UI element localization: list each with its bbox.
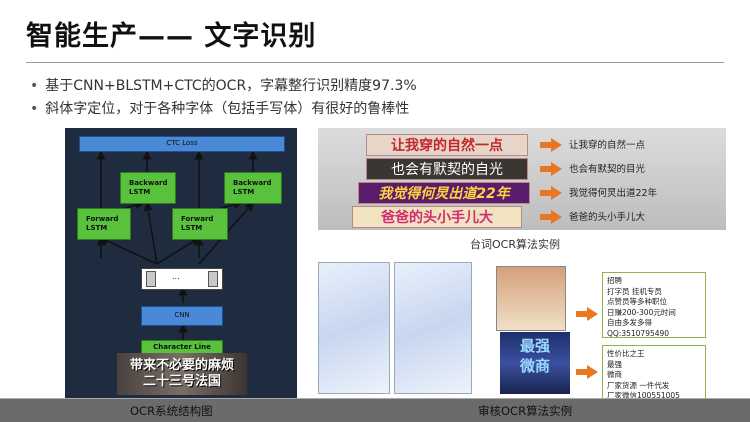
title-divider: [26, 62, 724, 63]
bullet-item: •基于CNN+BLSTM+CTC的OCR，字幕整行识别精度97.3%: [30, 75, 417, 98]
bullet-item: •斜体字定位，对于各种字体（包括手写体）有很好的鲁棒性: [30, 98, 417, 121]
subtitle-row: 我觉得何炅出道22年 我觉得何炅出道22年: [318, 182, 726, 204]
audit-product-text-1: 最强: [519, 337, 550, 355]
subtitle-row: 爸爸的头小手儿大 爸爸的头小手儿大: [318, 206, 726, 228]
bullet-dot-icon: •: [30, 101, 39, 117]
audit-sample-image-1: [318, 262, 390, 394]
audit-result-2: 性价比之王 最强 微商 厂家货源 一件代发 厂家微信100551005: [602, 345, 706, 400]
architecture-caption: OCR系统结构图: [130, 404, 213, 418]
subtitle-row: 也会有默契的自光 也会有默契的目光: [318, 158, 726, 180]
forward-lstm-box-2: Forward LSTM: [172, 208, 228, 240]
audit-product-text-2: 微商: [519, 357, 550, 375]
right-arrow-icon: [576, 307, 598, 321]
subtitle-image: 也会有默契的自光: [366, 158, 528, 180]
right-arrow-icon: [540, 162, 562, 176]
feature-cell: [146, 271, 156, 287]
caption-bar: OCR系统结构图 审核OCR算法实例: [0, 398, 750, 422]
subtitle-result: 爸爸的头小手儿大: [569, 212, 646, 223]
audit-result-1: 招聘 打字员 挂机专员 点赞员等多种职位 日赚200-300元时间 自由多发多得…: [602, 272, 706, 338]
sample-text-line-1: 带来不必要的麻烦: [129, 358, 234, 373]
subtitle-result: 也会有默契的目光: [569, 164, 646, 175]
subtitle-image: 让我穿的自然一点: [366, 134, 528, 156]
audit-ad-image: [496, 266, 566, 331]
subtitle-image: 我觉得何炅出道22年: [358, 182, 530, 204]
ctc-loss-box: CTC Loss: [79, 136, 285, 152]
feature-sequence-box: ...: [141, 268, 223, 290]
subtitle-image: 爸爸的头小手儿大: [352, 206, 522, 228]
right-arrow-icon: [540, 210, 562, 224]
right-arrow-icon: [540, 186, 562, 200]
audit-product-image: 最强 微商: [500, 332, 570, 394]
slide-title: 智能生产—— 文字识别: [26, 21, 317, 52]
cnn-box: CNN: [141, 306, 223, 326]
bullet-dot-icon: •: [30, 78, 39, 94]
bullet-list: •基于CNN+BLSTM+CTC的OCR，字幕整行识别精度97.3% •斜体字定…: [30, 75, 417, 121]
subtitle-result: 让我穿的自然一点: [569, 140, 646, 151]
right-arrow-icon: [576, 365, 598, 379]
feature-cell: [208, 271, 218, 287]
forward-lstm-box-1: Forward LSTM: [77, 208, 131, 240]
subtitle-ocr-panel: 让我穿的自然一点 让我穿的自然一点 也会有默契的自光 也会有默契的目光 我觉得何…: [318, 128, 726, 230]
subtitle-ocr-caption: 台词OCR算法实例: [470, 238, 560, 251]
subtitle-result: 我觉得何炅出道22年: [569, 188, 658, 199]
right-arrow-icon: [540, 138, 562, 152]
sample-subtitle-image: 带来不必要的麻烦 二十三号法国: [117, 353, 247, 395]
backward-lstm-box-1: Backward LSTM: [120, 172, 176, 204]
sample-text-line-2: 二十三号法国: [142, 374, 221, 389]
backward-lstm-box-2: Backward LSTM: [224, 172, 282, 204]
audit-sample-image-2: [394, 262, 472, 394]
ocr-architecture-diagram: CTC Loss Backward LSTM Backward LSTM For…: [65, 128, 297, 398]
audit-ocr-caption: 审核OCR算法实例: [478, 404, 573, 418]
feature-ellipsis: ...: [172, 272, 180, 281]
subtitle-row: 让我穿的自然一点 让我穿的自然一点: [318, 134, 726, 156]
